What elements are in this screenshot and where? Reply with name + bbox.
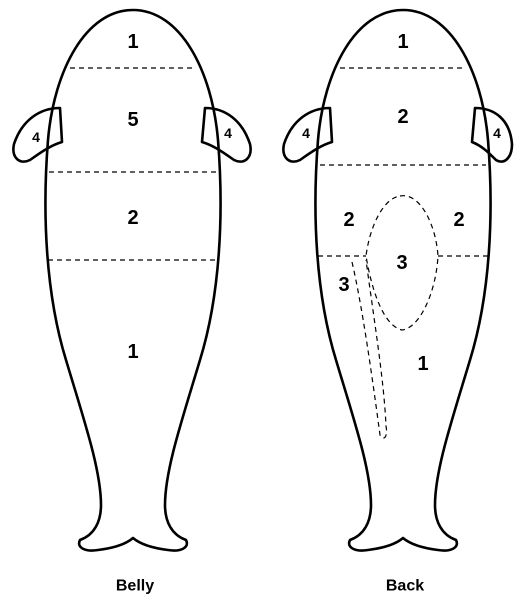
back-right-fin [472,108,512,162]
belly-body-outline [45,10,220,551]
back-zone-right-fin: 4 [493,125,501,141]
back-zone-head: 1 [397,31,408,53]
belly-zone-tail: 1 [127,341,138,363]
back-zone-center: 3 [396,252,407,274]
back-zone-left-fin: 4 [302,125,310,141]
belly-figure: 1 5 2 1 4 4 Belly [13,10,250,595]
back-figure: 1 2 2 2 3 3 1 4 4 Back [283,10,512,595]
back-zone-tail: 1 [417,353,428,375]
back-lower-left-zone-outline [352,260,387,438]
belly-zone-middle: 2 [127,207,138,229]
back-zone-lower-left: 3 [338,274,349,296]
back-caption: Back [386,578,424,595]
belly-zone-left-fin: 4 [32,129,40,145]
back-zone-mid-right: 2 [453,209,464,231]
back-zone-mid-left: 2 [343,209,354,231]
belly-caption: Belly [116,578,154,595]
back-zone-upper: 2 [397,106,408,128]
belly-zone-chest: 5 [127,109,138,131]
belly-zone-right-fin: 4 [224,125,232,141]
belly-zone-head: 1 [127,31,138,53]
